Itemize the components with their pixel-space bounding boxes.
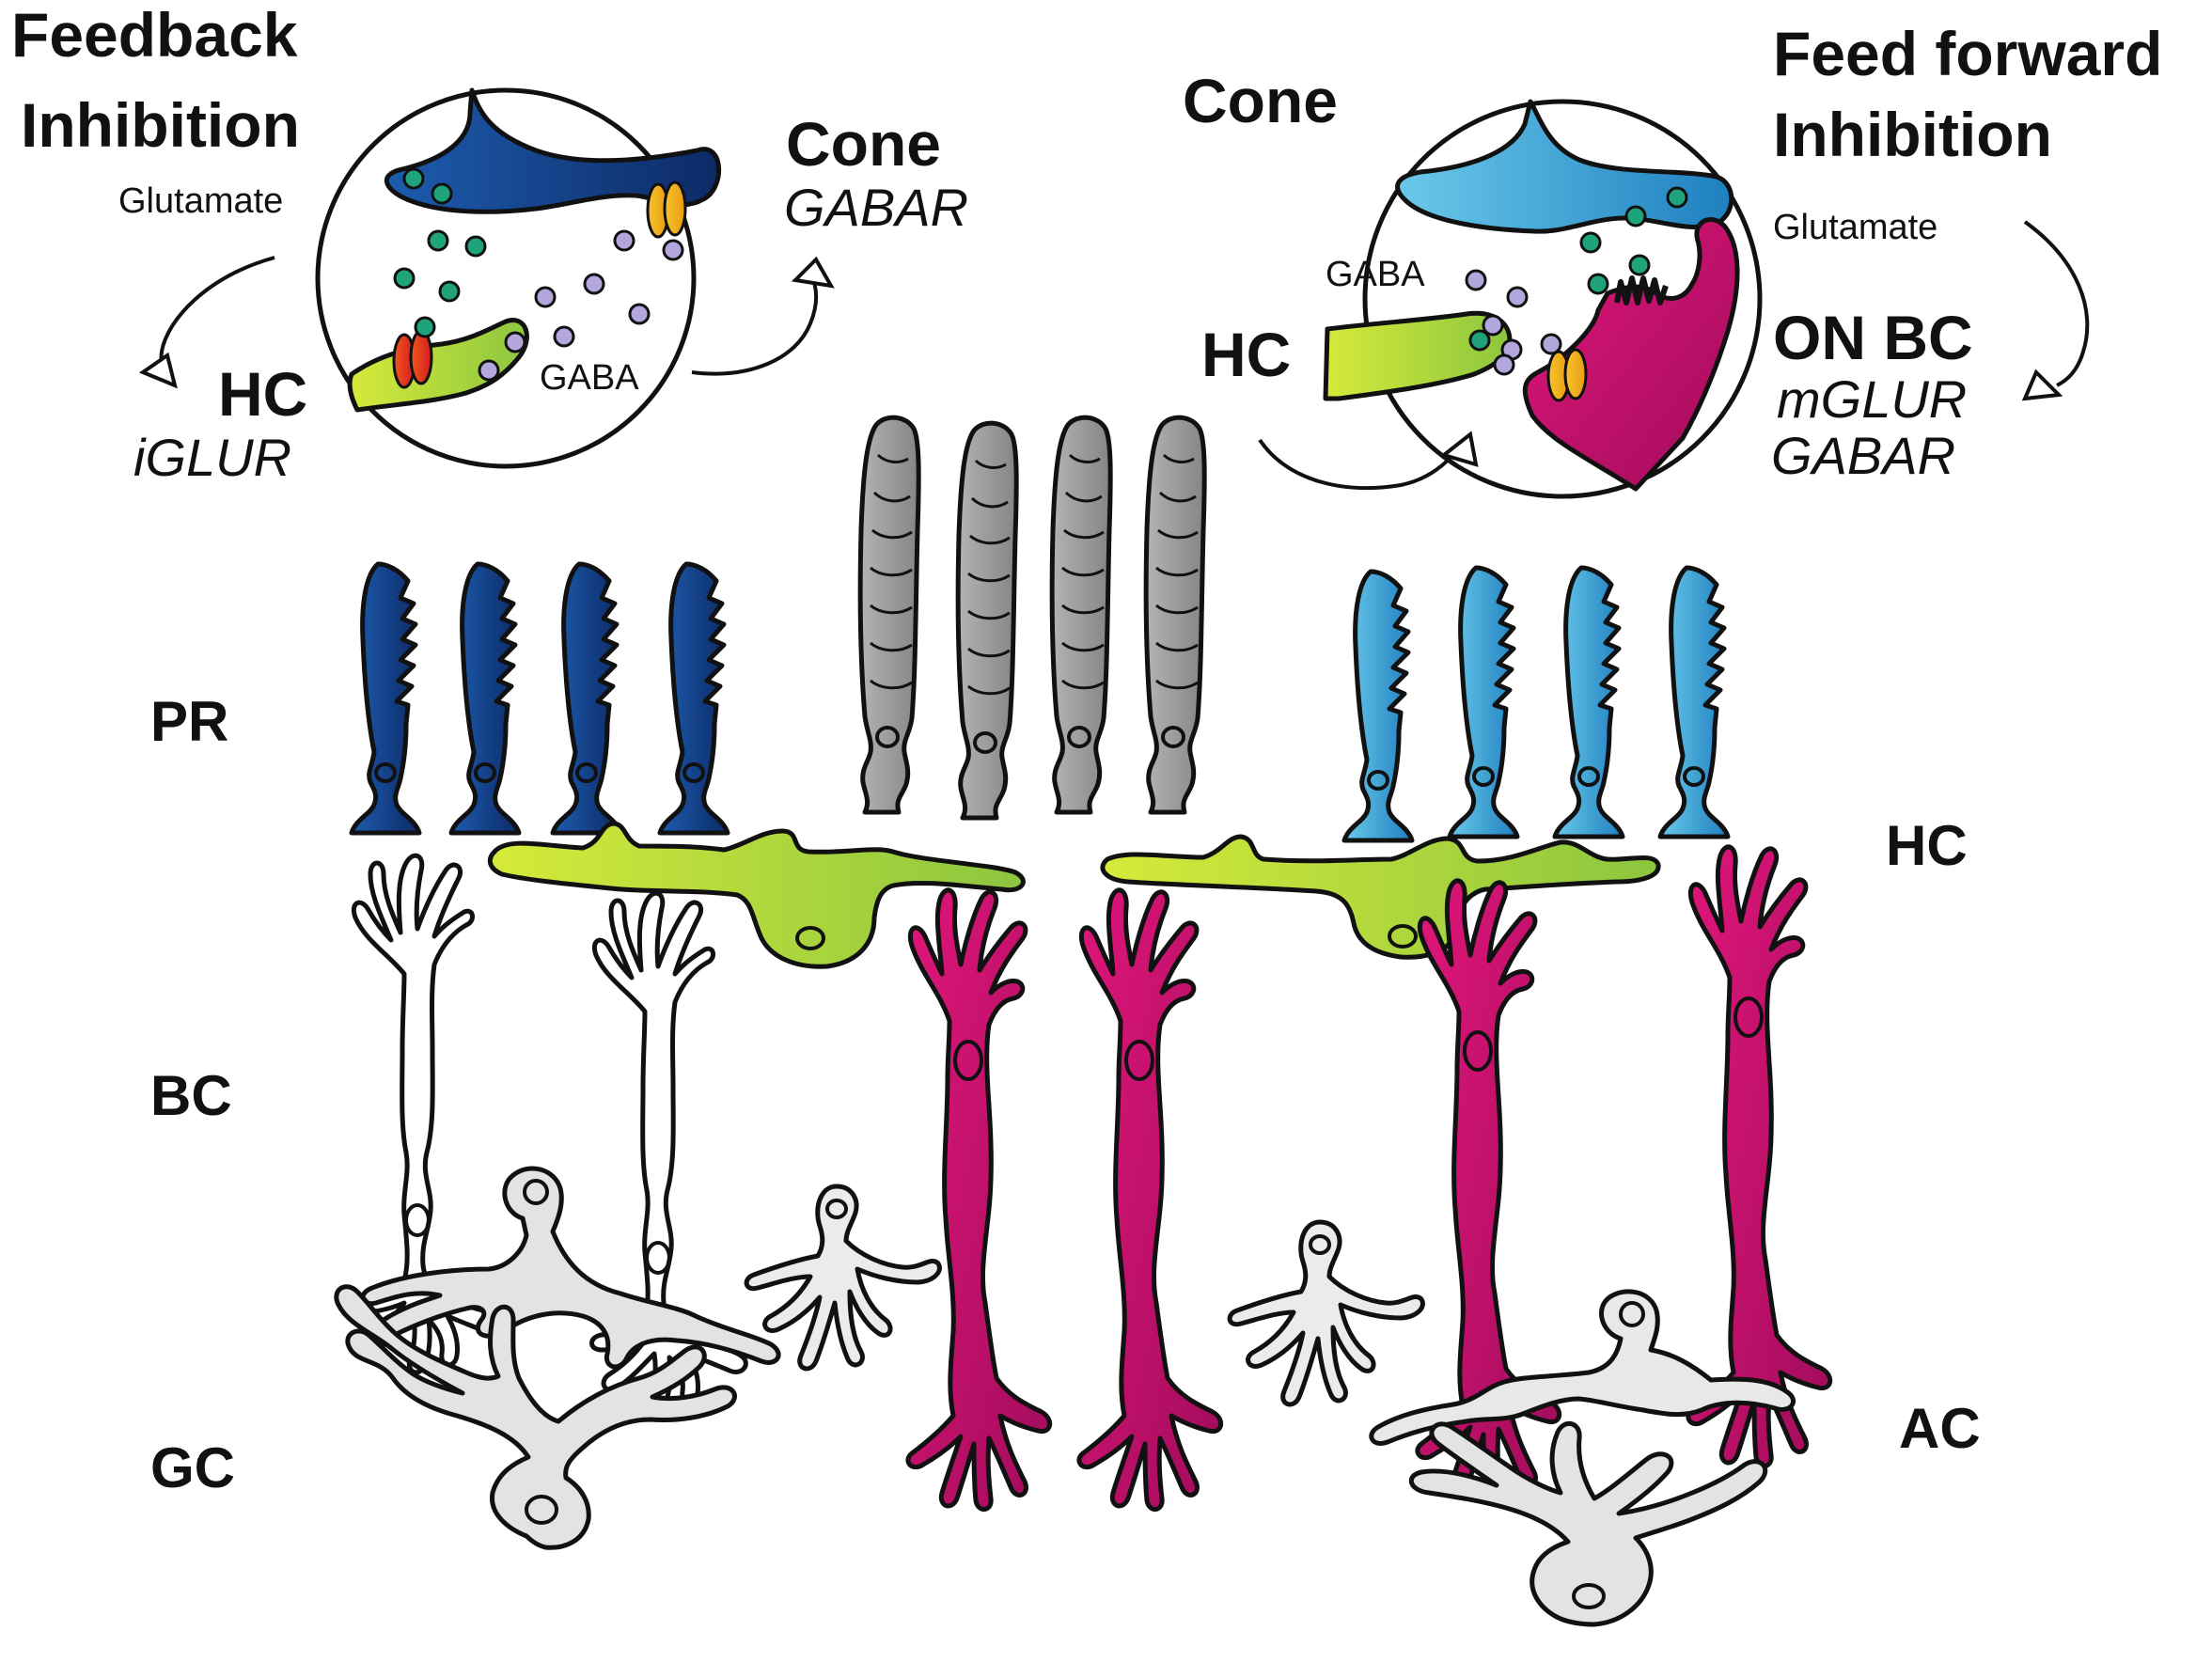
right-gabar-label: GABAR (1771, 426, 1955, 485)
hc-nucleus (1388, 924, 1418, 949)
ff-gabar-receptor (1546, 348, 1588, 402)
left-gaba-label: GABA (540, 358, 639, 398)
on-bipolar-cell (1688, 847, 1830, 1466)
wide-field-amacrine (1369, 1289, 1796, 1446)
ff-glutamate-arrow (2023, 220, 2090, 387)
iglur-receptor (392, 329, 433, 389)
layer-label-bc: BC (150, 1064, 232, 1127)
ff-cone-terminal (1395, 99, 1734, 234)
ff-glutamate-arrowhead (2021, 369, 2063, 401)
gaba-vesicles (478, 229, 684, 382)
rod (1052, 417, 1110, 812)
gaba-arrowhead (791, 256, 835, 289)
rod (958, 423, 1016, 818)
m-cone (1555, 568, 1623, 837)
rod (860, 417, 918, 812)
horizontal-cell (487, 821, 1026, 969)
layer-label-hc: HC (1886, 814, 1968, 877)
left-hc-label: HC (218, 359, 307, 429)
left-glutamate-label: Glutamate (118, 181, 283, 221)
gaba-arrow (691, 272, 818, 376)
glutamate-arrowhead (138, 352, 178, 389)
m-cone (1450, 568, 1517, 837)
ganglion-nucleus (1572, 1583, 1606, 1609)
feedback-title-line2: Inhibition (21, 90, 300, 160)
ff-gaba-arrow (1258, 438, 1459, 491)
layer-label-ac: AC (1899, 1397, 1981, 1460)
horizontal-cell (1100, 834, 1661, 960)
amacrine-cell (746, 1186, 939, 1369)
s-cones (352, 564, 728, 833)
amacrine-nucleus (523, 1179, 549, 1205)
s-cone (553, 564, 620, 833)
right-hc-label: HC (1201, 320, 1291, 389)
ff-gaba-arrowhead (1439, 431, 1479, 467)
amacrine-nucleus (1619, 1301, 1645, 1327)
glutamate-vesicles (393, 167, 487, 338)
left-gabar-label: GABAR (784, 178, 968, 237)
m-cone (1660, 568, 1728, 837)
right-glutamate-label: Glutamate (1773, 208, 1937, 247)
ganglion-cell (334, 1284, 737, 1550)
feedforward-title-line1: Feed forward (1773, 19, 2162, 88)
hc-dendrite (347, 318, 529, 413)
left-iglur-label: iGLUR (133, 428, 291, 487)
right-gaba-label: GABA (1326, 255, 1425, 294)
on-bipolar-cell (908, 890, 1050, 1510)
right-onbc-label: ON BC (1773, 303, 1973, 372)
s-cone (352, 564, 419, 833)
feedback-title-line1: Feedback (11, 0, 298, 70)
s-cone (451, 564, 519, 833)
right-mglur-label: mGLUR (1777, 369, 1967, 429)
right-cone-label: Cone (1183, 66, 1338, 135)
cone-terminal (384, 87, 722, 214)
amacrine-cell (1230, 1222, 1422, 1404)
rod (1146, 417, 1204, 812)
ganglion-nucleus (525, 1495, 558, 1525)
layer-label-gc: GC (150, 1436, 235, 1499)
s-cone (660, 564, 728, 833)
wide-field-amacrine (360, 1166, 781, 1370)
m-cones (1344, 568, 1728, 840)
hc-nucleus (795, 926, 825, 950)
mglur-receptor (1614, 275, 1669, 306)
feedforward-title-line2: Inhibition (1773, 100, 2052, 169)
ff-gaba-vesicles (1465, 269, 1562, 376)
ff-glutamate-vesicles (1468, 186, 1688, 352)
rods (860, 417, 1204, 818)
feedforward-inset: Cone Glutamate GABA HC ON BC mGLUR GABAR (1183, 66, 2090, 499)
layer-label-pr: PR (150, 690, 228, 753)
ff-onbc-dendrite (1522, 217, 1740, 492)
ganglion-cell (1408, 1421, 1768, 1627)
on-bipolar-cell (1079, 890, 1221, 1510)
m-cone (1344, 572, 1412, 840)
gabar-receptor (646, 180, 687, 239)
feedback-inset: Glutamate GABA Cone GABAR HC iGLUR (118, 87, 968, 487)
left-cone-label: Cone (786, 109, 941, 179)
